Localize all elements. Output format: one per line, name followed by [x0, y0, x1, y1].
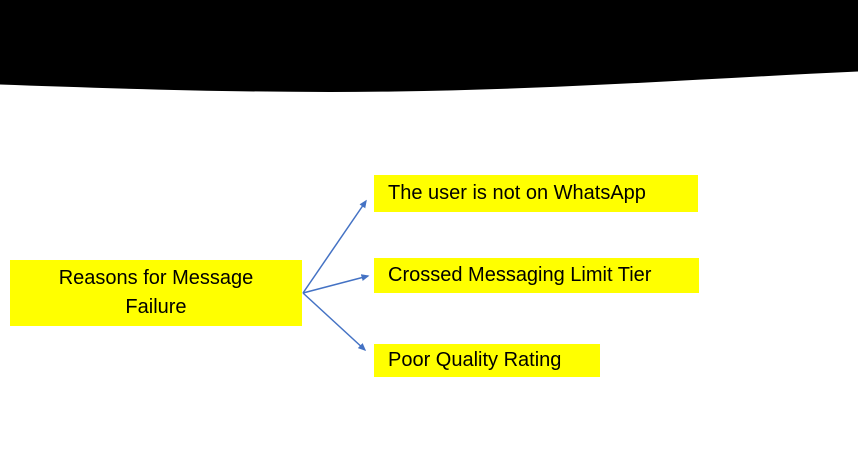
- child-node-label: The user is not on WhatsApp: [388, 182, 646, 204]
- child-node-box: The user is not on WhatsApp: [374, 175, 698, 212]
- top-wave-banner: [0, 0, 858, 92]
- child-node-label: Poor Quality Rating: [388, 349, 562, 371]
- child-node-box: Poor Quality Rating: [374, 344, 600, 377]
- child-node-label: Crossed Messaging Limit Tier: [388, 264, 652, 286]
- arrow-connector-bottom: [302, 292, 367, 352]
- arrow-connector-middle: [302, 274, 370, 294]
- child-node-box: Crossed Messaging Limit Tier: [374, 258, 699, 293]
- root-node-box: Reasons for Message Failure: [10, 260, 302, 326]
- root-node-label: Reasons for Message Failure: [58, 267, 254, 318]
- wave-shape: [0, 0, 858, 92]
- arrow-connector-top: [302, 199, 367, 294]
